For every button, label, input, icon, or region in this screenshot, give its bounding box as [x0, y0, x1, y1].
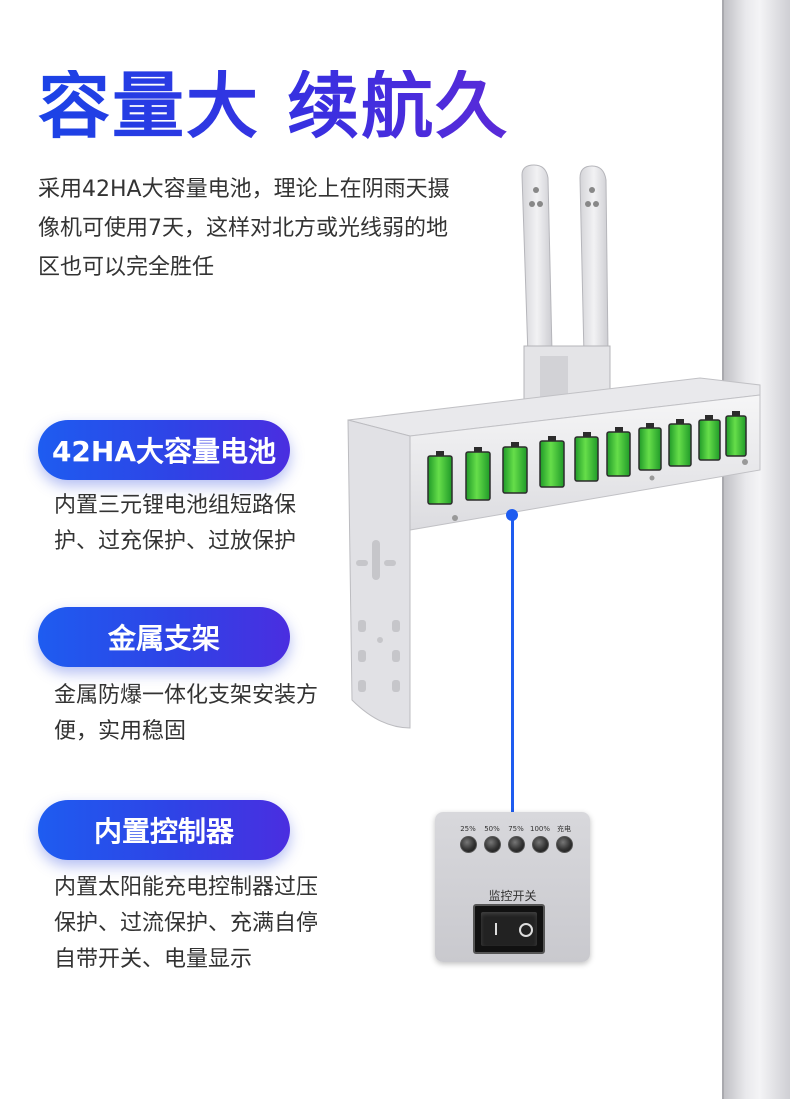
pole [722, 0, 790, 1099]
switch-rocker[interactable] [481, 912, 537, 946]
intro-text: 采用42HA大容量电池，理论上在阴雨天摄像机可使用7天，这样对北方或光线弱的地区… [38, 177, 450, 280]
switch-label: 监控开关 [488, 889, 537, 903]
connector-dot [506, 509, 518, 521]
battery-row [427, 411, 747, 505]
feature-desc-bracket: 金属防爆一体化支架安装方便，实用稳固 [54, 683, 319, 744]
headline: 容量大 续航久 [38, 64, 510, 148]
led-75: 75% [505, 824, 527, 853]
led-indicator-icon [555, 836, 573, 853]
led-charging: 充电 [553, 824, 575, 853]
feature-pill-battery: 42HA大容量电池 [38, 420, 290, 480]
pole-edge [722, 0, 724, 1099]
led-label: 75% [508, 825, 524, 833]
led-label: 100% [529, 825, 550, 833]
power-off-icon [519, 923, 533, 937]
u-clamp [521, 164, 611, 401]
led-100: 100% [529, 824, 551, 853]
led-50: 50% [481, 824, 503, 853]
control-panel: 25% 50% 75% 100% 充电 监控开关 [435, 812, 590, 962]
feature-pill-bracket: 金属支架 [38, 607, 290, 667]
feature-desc-controller: 内置太阳能充电控制器过压保护、过流保护、充满自停自带开关、电量显示 [54, 875, 319, 972]
led-indicator-icon [483, 836, 501, 853]
led-label: 50% [484, 825, 500, 833]
power-on-icon [495, 923, 497, 935]
led-label: 充电 [557, 825, 571, 833]
led-indicator-icon [531, 836, 549, 853]
feature-pill-controller: 内置控制器 [38, 800, 290, 860]
led-label: 25% [460, 825, 476, 833]
feature-desc-battery: 内置三元锂电池组短路保护、过充保护、过放保护 [54, 493, 297, 554]
led-indicator-icon [459, 836, 477, 853]
connector-line [511, 514, 514, 814]
battery-level-leds: 25% 50% 75% 100% 充电 [457, 824, 577, 868]
power-switch[interactable] [473, 904, 545, 954]
led-indicator-icon [507, 836, 525, 853]
led-25: 25% [457, 824, 479, 853]
